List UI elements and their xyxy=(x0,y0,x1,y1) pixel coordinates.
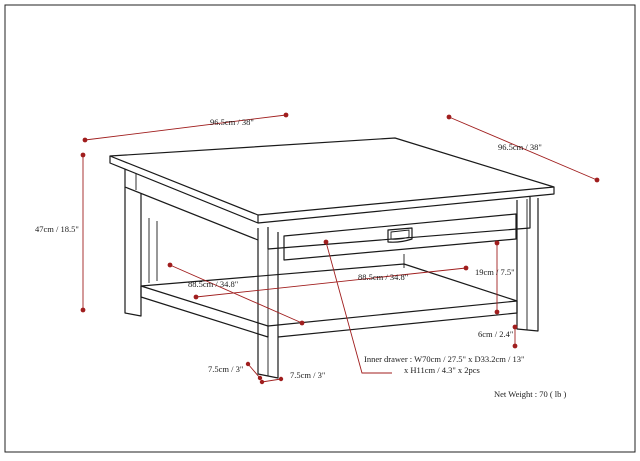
label-shelf-gap: 19cm / 7.5" xyxy=(475,267,515,277)
label-width: 96.5cm / 38" xyxy=(210,117,254,127)
dim-leg-depth-dot-a xyxy=(245,361,251,367)
dim-height-dot-a xyxy=(80,152,86,158)
dim-leg-depth-dot-b xyxy=(257,375,263,381)
dim-leg-width-line xyxy=(261,378,282,383)
dim-depth-dot-a xyxy=(446,114,452,120)
tabletop-top xyxy=(109,137,555,216)
label-height: 47cm / 18.5" xyxy=(35,224,79,234)
label-leg-depth: 7.5cm / 3" xyxy=(208,364,243,374)
dim-shelf-depth-dot-b xyxy=(299,320,305,326)
leg-left-back xyxy=(124,187,142,317)
lower-shelf-front-edge xyxy=(277,301,518,338)
dim-clearance-dot-b xyxy=(512,343,518,349)
dim-width-dot-a xyxy=(82,137,88,143)
dim-shelf-width-dot-b xyxy=(463,265,469,271)
dim-shelf-depth-line xyxy=(169,264,303,324)
apron-left xyxy=(124,169,259,241)
leg-front-right xyxy=(516,198,539,332)
dimension-labels: 96.5cm / 38" 96.5cm / 38" 47cm / 18.5" 8… xyxy=(35,117,567,399)
label-leg-width: 7.5cm / 3" xyxy=(290,370,325,380)
dim-shelf-depth-dot-a xyxy=(167,262,173,268)
label-shelf-depth: 88.5cm / 34.8" xyxy=(188,279,238,289)
dim-clearance-dot-a xyxy=(512,324,518,330)
dimension-lines xyxy=(80,112,600,385)
dim-shelf-width-dot-a xyxy=(193,294,199,300)
dim-drawer-leader-dot xyxy=(323,239,329,245)
dim-depth-dot-b xyxy=(594,177,600,183)
dim-width-dot-b xyxy=(283,112,289,118)
label-inner-drawer-line2: x H11cm / 4.3" x 2pcs xyxy=(404,365,480,375)
dim-shelf-gap-dot-b xyxy=(494,309,500,315)
label-shelf-clearance: 6cm / 2.4" xyxy=(478,329,513,339)
dim-depth-line xyxy=(448,116,598,181)
label-shelf-width: 88.5cm / 34.8" xyxy=(358,272,408,282)
drawer-handle-inner xyxy=(390,229,410,240)
dim-leg-width-dot-b xyxy=(278,376,284,382)
dim-shelf-gap-dot-a xyxy=(494,240,500,246)
dim-leg-depth-line xyxy=(247,363,261,379)
label-net-weight: Net Weight : 70 ( lb ) xyxy=(494,389,567,399)
drawer-handle xyxy=(387,227,413,243)
dim-leg-width-dot-a xyxy=(259,379,265,385)
dim-width-line xyxy=(84,114,287,141)
dim-shelf-width-line xyxy=(195,267,467,298)
label-inner-drawer-line1: Inner drawer : W70cm / 27.5" x D33.2cm /… xyxy=(364,354,524,364)
drawer-front xyxy=(283,213,517,261)
tabletop-front-edge xyxy=(257,187,555,224)
dim-drawer-leader xyxy=(325,241,392,374)
dim-height-dot-b xyxy=(80,307,86,313)
label-depth: 96.5cm / 38" xyxy=(498,142,542,152)
tabletop-left-edge xyxy=(109,156,259,224)
table-drawing xyxy=(109,137,555,379)
lower-shelf-left-edge xyxy=(140,286,269,338)
diagram-frame xyxy=(4,4,636,453)
lower-shelf-top xyxy=(140,263,518,327)
